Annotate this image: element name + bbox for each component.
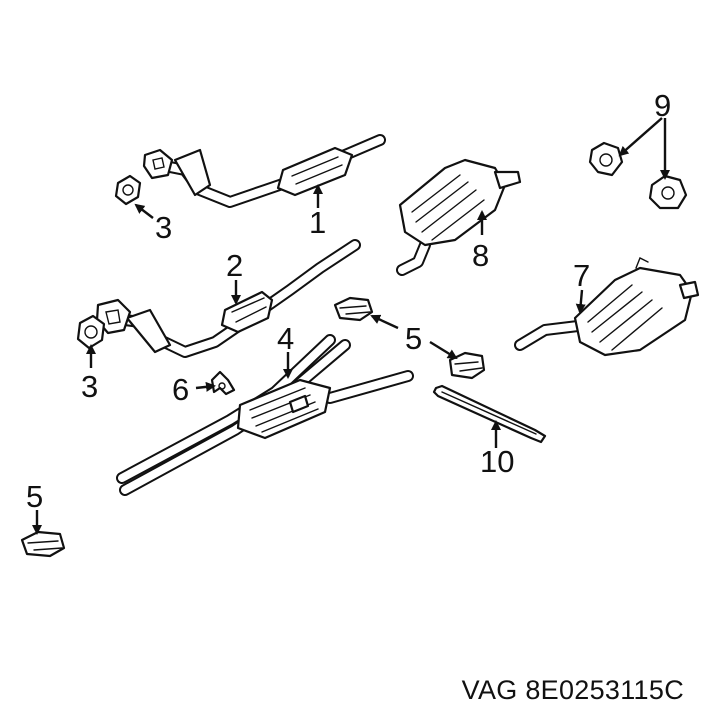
leader-3a	[134, 203, 154, 219]
flange-gasket-upper	[114, 174, 142, 206]
rubber-mount-lower	[648, 174, 688, 210]
leader-6	[195, 381, 216, 392]
center-muffler-twin-pipe	[116, 334, 414, 496]
leader-5a	[370, 314, 399, 330]
front-pipe-catalyst-upper	[142, 134, 386, 208]
callout-2: 2	[226, 248, 243, 283]
rear-muffler-left	[396, 158, 522, 276]
support-strap	[432, 384, 547, 444]
callout-5-left: 5	[26, 479, 43, 514]
callout-9: 9	[654, 88, 671, 123]
callout-3-upper: 3	[155, 210, 172, 245]
leader-5b	[429, 340, 458, 360]
callout-6: 6	[172, 372, 189, 407]
flange-gasket-lower	[76, 314, 106, 350]
callout-4: 4	[277, 321, 294, 356]
callout-7: 7	[573, 258, 590, 293]
hanger-bracket	[210, 370, 236, 396]
callout-1: 1	[309, 205, 326, 240]
rubber-mount-upper	[588, 141, 624, 177]
callout-10: 10	[480, 444, 514, 479]
pipe-clamp-lower	[20, 530, 66, 558]
callout-5-right: 5	[405, 321, 422, 356]
pipe-clamp-upper	[333, 296, 374, 322]
front-pipe-catalyst-lower	[95, 239, 361, 358]
pipe-clamp-middle	[448, 351, 486, 380]
part-number-caption: VAG 8E0253115C	[461, 675, 684, 705]
callout-3-lower: 3	[81, 369, 98, 404]
rear-muffler-right	[514, 257, 700, 357]
leader-9a	[618, 117, 663, 157]
callout-8: 8	[472, 238, 489, 273]
leader-7	[575, 289, 586, 314]
